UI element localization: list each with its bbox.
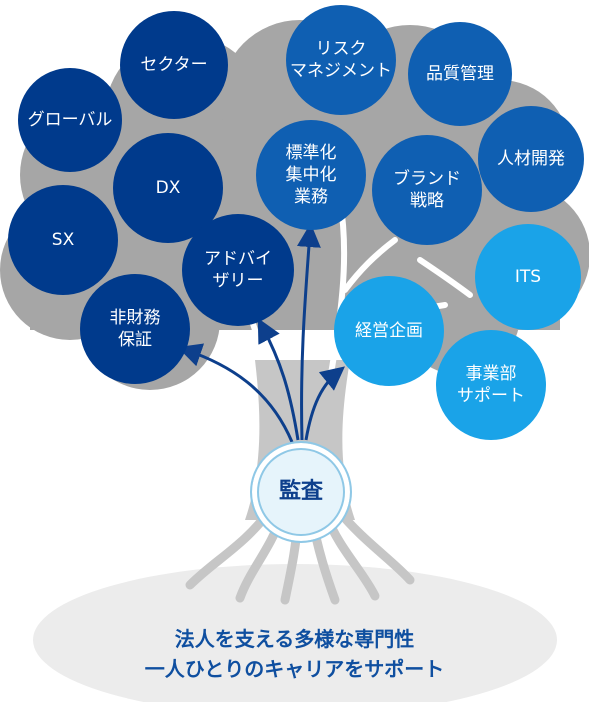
arrow-to-planning	[304, 366, 345, 441]
node-audit-center: 監査	[250, 441, 352, 543]
arrow-to-nonfin	[177, 343, 294, 443]
node-advisory: アドバイ ザリー	[182, 214, 294, 326]
caption-line-2: 一人ひとりのキャリアをサポート	[144, 657, 445, 681]
node-hr-development: 人材開発	[478, 106, 584, 212]
node-standardization: 標準化 集中化 業務	[256, 120, 366, 230]
node-brand-strategy: ブランド 戦略	[372, 135, 482, 245]
node-business-support: 事業部 サポート	[436, 330, 546, 440]
growth-arrows	[177, 223, 345, 443]
node-global: グローバル	[18, 68, 122, 172]
node-quality-control: 品質管理	[408, 22, 512, 126]
node-sx: SX	[8, 185, 118, 295]
node-sector: セクター	[120, 11, 228, 119]
node-risk-management: リスク マネジメント	[286, 5, 396, 115]
node-nonfinancial-assurance: 非財務 保証	[80, 274, 190, 384]
ground-ellipse	[33, 564, 557, 702]
node-corporate-planning: 経営企画	[334, 276, 444, 386]
arrow-to-advisory	[257, 318, 300, 441]
arrow-to-standard	[296, 223, 321, 441]
node-its: ITS	[475, 224, 581, 330]
caption-line-1: 法人を支える多様な専門性	[174, 627, 415, 651]
